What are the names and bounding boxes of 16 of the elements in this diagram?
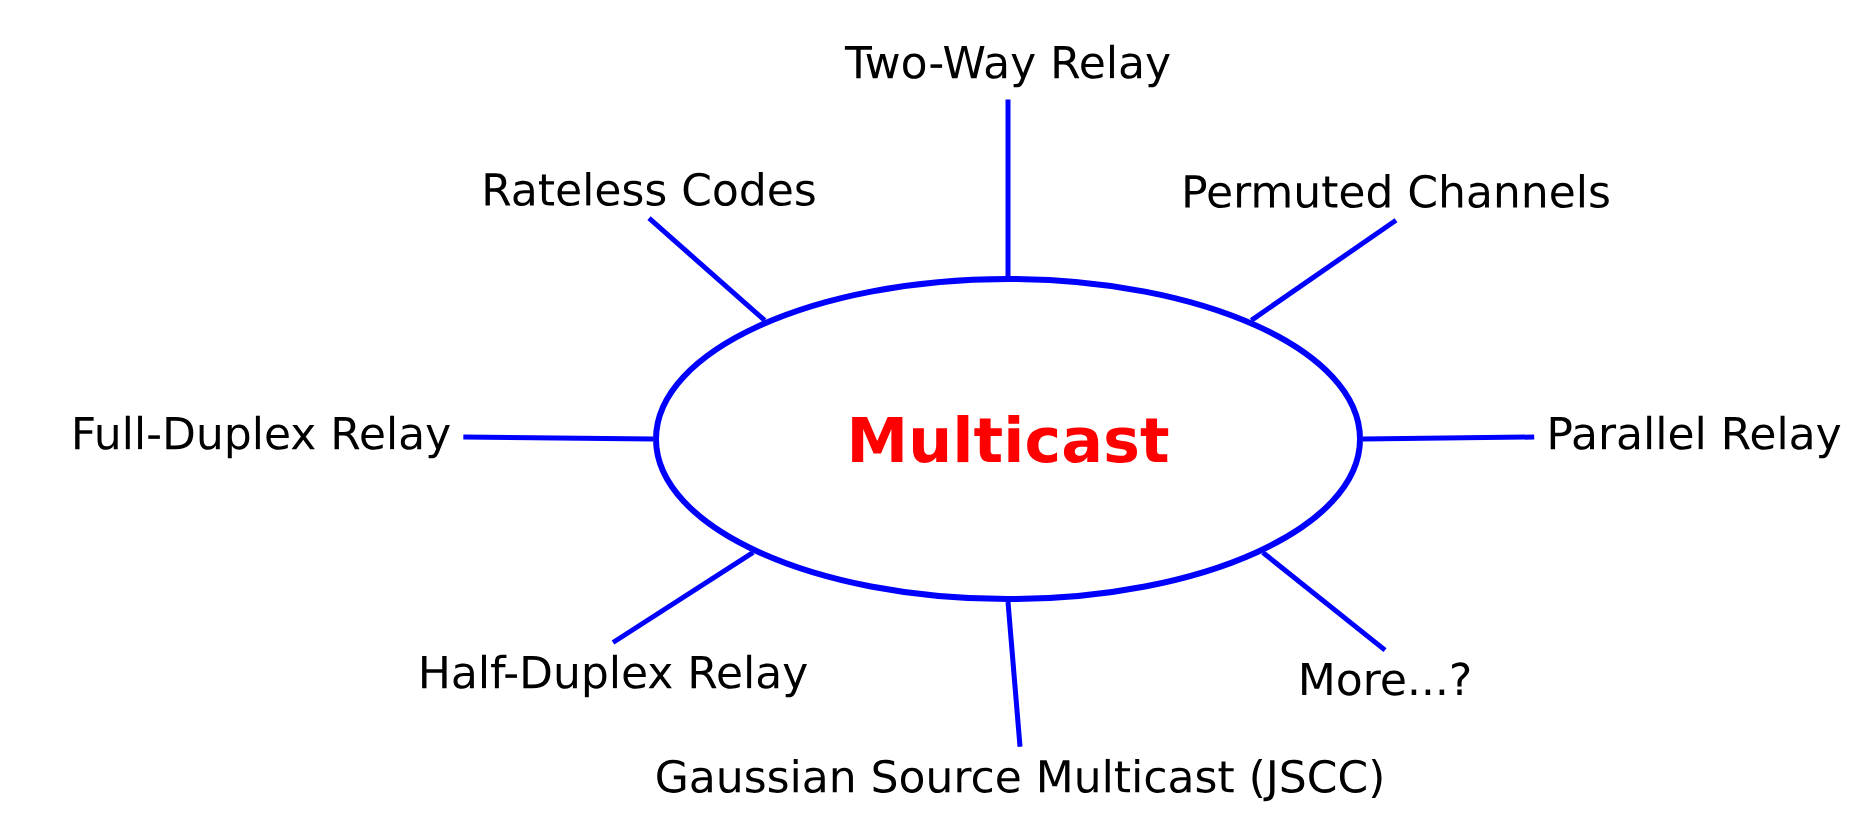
topic-label: Half-Duplex Relay — [422, 654, 807, 698]
connector-line — [1249, 218, 1398, 323]
connector-line — [1005, 99, 1011, 276]
connector-line — [611, 550, 755, 645]
topic-label: Two-Way Relay — [844, 44, 1170, 88]
topic-label: Full-Duplex Relay — [75, 415, 450, 459]
topic-label: Permuted Channels — [1185, 174, 1609, 209]
connector-line — [463, 434, 654, 442]
connector-line — [1362, 434, 1535, 442]
connector-line — [1005, 601, 1023, 747]
connector-line — [647, 216, 767, 323]
topic-label: Rateless Codes — [485, 172, 815, 207]
topic-label: Parallel Relay — [1550, 415, 1841, 459]
topic-label: More...? — [1302, 662, 1470, 696]
connector-line — [1261, 550, 1387, 653]
topic-label: Gaussian Source Multicast (JSCC) — [657, 758, 1382, 802]
